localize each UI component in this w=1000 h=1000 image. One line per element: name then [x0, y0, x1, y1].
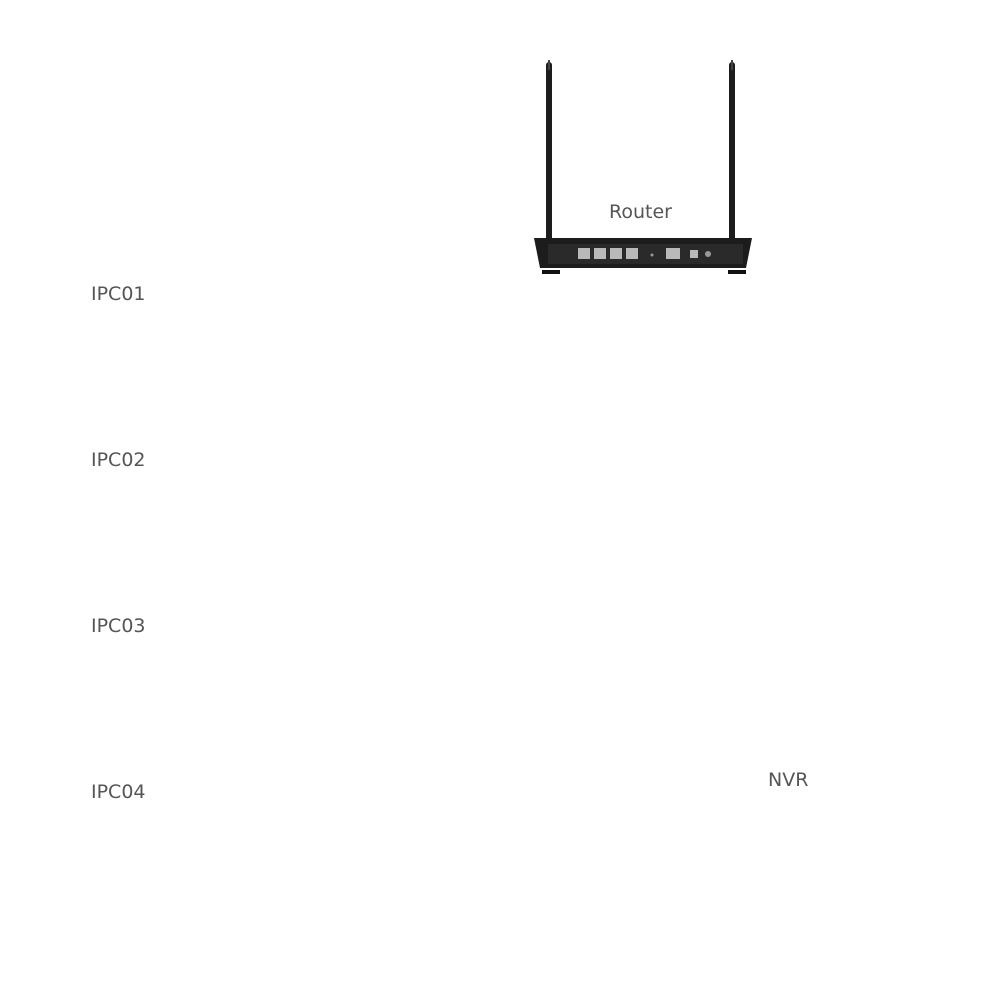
router-icon — [534, 60, 752, 274]
camera-label-ipc02: IPC02 — [91, 449, 146, 471]
router — [534, 60, 752, 274]
router-label: Router — [609, 201, 672, 223]
camera-label-ipc04: IPC04 — [91, 781, 146, 803]
camera-label-ipc01: IPC01 — [91, 283, 146, 305]
nvr-label: NVR — [768, 769, 809, 791]
camera-label-ipc03: IPC03 — [91, 615, 146, 637]
